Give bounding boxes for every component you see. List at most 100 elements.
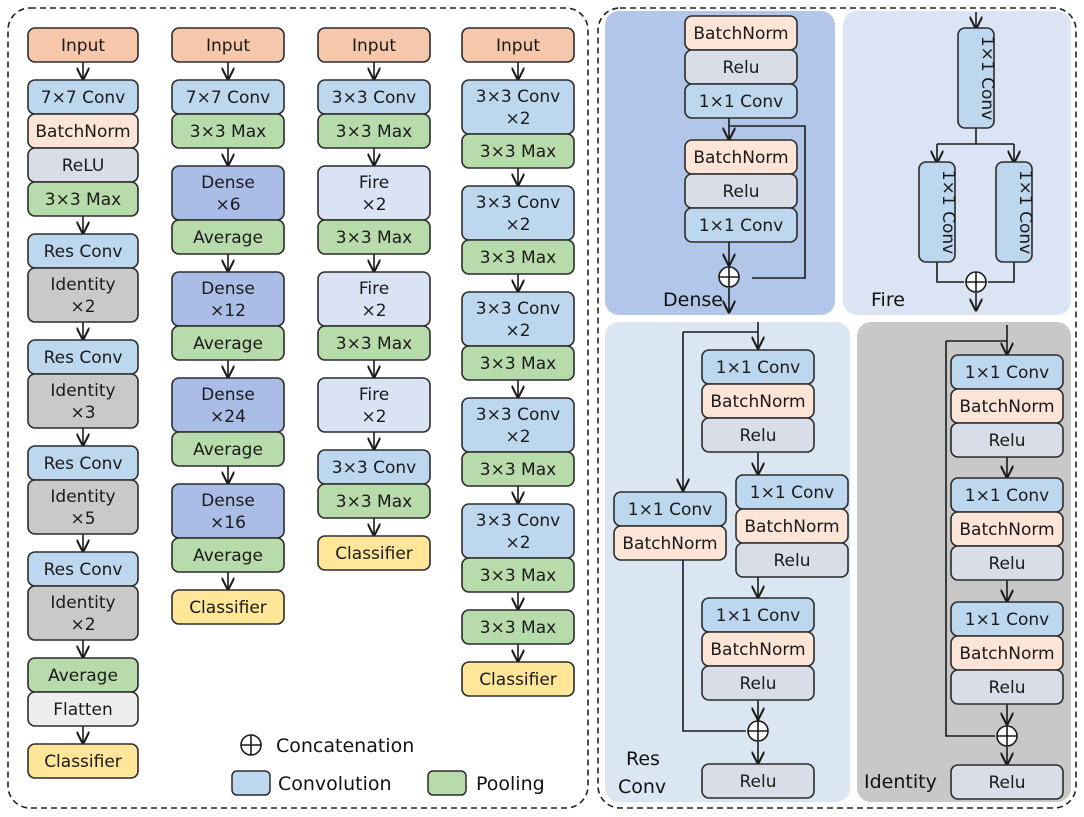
model-1-pool-block bbox=[171, 325, 285, 361]
model-0-identity-block-label: Identity bbox=[50, 381, 115, 401]
model-2-pool-block bbox=[317, 483, 431, 519]
res-conv-batchnorm-block-label: BatchNorm bbox=[710, 640, 805, 660]
dense-conv-block-label: 1×1 Conv bbox=[699, 216, 783, 236]
identity-output-relu-block bbox=[950, 764, 1064, 800]
identity-relu-block-label: Relu bbox=[988, 431, 1025, 451]
model-1-pool-block bbox=[171, 113, 285, 149]
legend: Concatenation Convolution Pooling bbox=[231, 734, 545, 796]
res-conv-shortcut-batchnorm-block-label: BatchNorm bbox=[622, 534, 717, 554]
res-conv-shortcut-batchnorm-block bbox=[613, 525, 727, 561]
fire-expand-conv-block-label: 1×1 Conv bbox=[1015, 170, 1035, 254]
model-3-pool-block bbox=[461, 239, 575, 275]
identity-batchnorm-block-label: BatchNorm bbox=[959, 520, 1054, 540]
model-0-flatten-block bbox=[27, 691, 139, 727]
res-conv-module-title-line1: Res bbox=[626, 748, 660, 770]
model-2-input-block-label: Input bbox=[352, 36, 396, 56]
dense-module-title: Dense bbox=[663, 289, 723, 311]
model-0-identity-block bbox=[27, 267, 139, 323]
res-conv-conv-block-label: 1×1 Conv bbox=[716, 606, 800, 626]
model-0-classifier-block-label: Classifier bbox=[44, 752, 122, 772]
model-0-conv-block-label: Res Conv bbox=[44, 560, 123, 580]
model-1-dense-block-label: Dense bbox=[201, 385, 255, 405]
model-2-pool-block bbox=[317, 113, 431, 149]
model-0-identity-block bbox=[27, 373, 139, 429]
model-1-dense-block-label: ×12 bbox=[210, 301, 246, 321]
identity-conv-block-label: 1×1 Conv bbox=[965, 363, 1049, 383]
model-1-dense-block-label: ×24 bbox=[210, 407, 246, 427]
model-2-classifier-block-label: Classifier bbox=[335, 544, 413, 564]
model-0-conv-block-label: Res Conv bbox=[44, 242, 123, 262]
pooling-legend-swatch bbox=[427, 770, 467, 796]
model-3-classifier-block-label: Classifier bbox=[479, 670, 557, 690]
dense-batchnorm-block-label: BatchNorm bbox=[693, 148, 788, 168]
fire-expand-conv-block bbox=[995, 161, 1033, 263]
dense-relu-block-label: Relu bbox=[722, 182, 759, 202]
dense-skip-connection bbox=[729, 125, 806, 279]
res-conv-batchnorm-block-label: BatchNorm bbox=[710, 392, 805, 412]
model-3-pool-block bbox=[461, 609, 575, 645]
model-0-identity-block-label: ×5 bbox=[70, 509, 95, 529]
dense-conv-block bbox=[684, 207, 798, 243]
model-3-conv-block-label: ×2 bbox=[505, 109, 530, 129]
model-2-pool-block bbox=[317, 219, 431, 255]
model-0-pool-block-label: Average bbox=[48, 666, 118, 686]
model-1-pool-block-label: Average bbox=[193, 546, 263, 566]
model-2-pool-block-label: 3×3 Max bbox=[336, 492, 412, 512]
identity-batchnorm-block-label: BatchNorm bbox=[959, 644, 1054, 664]
model-1-pool-block bbox=[171, 537, 285, 573]
res-conv-conv-block-label: 1×1 Conv bbox=[716, 358, 800, 378]
res-conv-output-relu-block-label: Relu bbox=[739, 772, 776, 792]
identity-module-title: Identity bbox=[864, 771, 937, 793]
identity-relu-block-label: Relu bbox=[988, 554, 1025, 574]
res-conv-output-relu-block bbox=[701, 763, 815, 799]
model-1-dense-block-label: Dense bbox=[201, 173, 255, 193]
model-0-batchnorm-block-label: BatchNorm bbox=[35, 122, 130, 142]
model-0-pool-block-label: 3×3 Max bbox=[45, 190, 121, 210]
identity-conv-block-label: 1×1 Conv bbox=[965, 486, 1049, 506]
model-1-pool-block bbox=[171, 431, 285, 467]
model-2-conv-block-label: 3×3 Conv bbox=[332, 88, 416, 108]
model-3-pool-block bbox=[461, 133, 575, 169]
model-2-classifier-block bbox=[317, 535, 431, 571]
model-3-conv-block-label: 3×3 Conv bbox=[476, 299, 560, 319]
model-3-conv-block-label: ×2 bbox=[505, 215, 530, 235]
model-2-fire-block-label: ×2 bbox=[361, 195, 386, 215]
model-1-dense-block-label: ×16 bbox=[210, 513, 246, 533]
model-0-conv-block-label: Res Conv bbox=[44, 454, 123, 474]
model-0-classifier-block bbox=[27, 743, 139, 779]
model-3-conv-block-label: ×2 bbox=[505, 427, 530, 447]
model-0-input-block bbox=[27, 27, 139, 63]
model-0-input-block-label: Input bbox=[61, 36, 105, 56]
fire-squeeze-conv-block-label: 1×1 Conv bbox=[977, 36, 997, 120]
res-conv-relu-block bbox=[735, 542, 849, 578]
identity-conv-block-label: 1×1 Conv bbox=[965, 610, 1049, 630]
model-2-fire-block-label: Fire bbox=[359, 279, 389, 299]
model-2-pool-block bbox=[317, 325, 431, 361]
res-conv-conv-block-label: 1×1 Conv bbox=[750, 483, 834, 503]
model-1-input-block-label: Input bbox=[206, 36, 250, 56]
fire-module-title: Fire bbox=[871, 289, 905, 311]
model-0-conv-block-label: 7×7 Conv bbox=[41, 88, 125, 108]
model-1-pool-block-label: Average bbox=[193, 334, 263, 354]
model-2-fire-block-label: ×2 bbox=[361, 301, 386, 321]
model-1-pool-block-label: 3×3 Max bbox=[190, 122, 266, 142]
model-0-identity-block bbox=[27, 479, 139, 535]
model-3-classifier-block bbox=[461, 661, 575, 697]
model-1-pool-block-label: Average bbox=[193, 440, 263, 460]
res-conv-shortcut-line bbox=[682, 560, 746, 732]
identity-output-relu-block-label: Relu bbox=[988, 773, 1025, 793]
model-0-identity-block-label: ×3 bbox=[70, 403, 95, 423]
model-3-input-block bbox=[461, 27, 575, 63]
model-1-dense-block-label: Dense bbox=[201, 491, 255, 511]
model-2-fire-block-label: ×2 bbox=[361, 407, 386, 427]
model-2-fire-block bbox=[317, 377, 431, 433]
concatenation-legend-label: Concatenation bbox=[276, 735, 414, 757]
model-0-identity-block-label: Identity bbox=[50, 593, 115, 613]
res-conv-module-title-line2: Conv bbox=[618, 776, 666, 798]
model-3-conv-block-label: ×2 bbox=[505, 533, 530, 553]
model-3-conv-block-label: 3×3 Conv bbox=[476, 87, 560, 107]
modules-container bbox=[597, 7, 1077, 809]
res-conv-relu-block bbox=[701, 417, 815, 453]
dense-batchnorm-block-label: BatchNorm bbox=[693, 24, 788, 44]
